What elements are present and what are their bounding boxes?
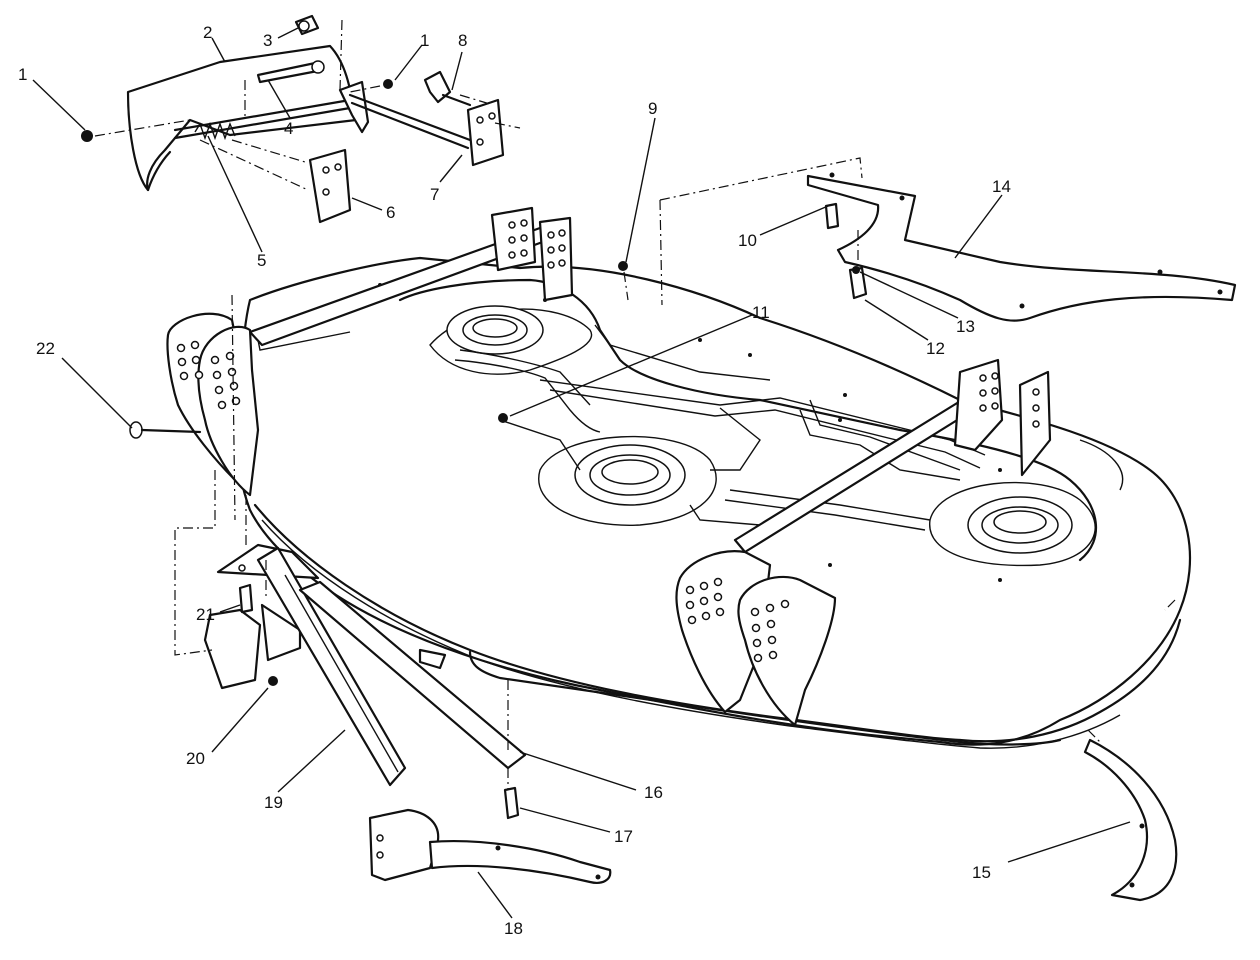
rear-guide-part-14	[806, 172, 1237, 322]
nut-part-20	[268, 676, 278, 686]
callout-labels: 1 2 3 1 8 4 5 6 7 9 10 14 13 12 11 22 21…	[18, 23, 1011, 938]
callout-19: 19	[264, 793, 283, 812]
bolt-part-22	[129, 421, 202, 439]
wing-screw-part-8	[423, 70, 472, 107]
callout-20: 20	[186, 749, 205, 768]
callout-5: 5	[257, 251, 266, 270]
callout-3: 3	[263, 31, 272, 50]
callout-2: 2	[203, 23, 212, 42]
bolt-part-21	[238, 583, 254, 614]
front-hanger-bar	[733, 358, 1052, 554]
callout-22: 22	[36, 339, 55, 358]
nut-part-11	[498, 413, 508, 423]
mower-deck-housing	[234, 256, 1192, 749]
plate-part-6	[308, 148, 352, 224]
callout-16: 16	[644, 783, 663, 802]
callout-4: 4	[284, 119, 293, 138]
front-pivot-brackets	[675, 550, 837, 727]
arm-part-18	[368, 808, 612, 884]
nut-part-9	[618, 261, 628, 271]
brace-part-19	[256, 546, 407, 787]
callout-12: 12	[926, 339, 945, 358]
nut-part-1b	[383, 79, 393, 89]
callout-6: 6	[386, 203, 395, 222]
callout-14: 14	[992, 177, 1011, 196]
callout-7: 7	[430, 185, 439, 204]
callout-10: 10	[738, 231, 757, 250]
callout-21: 21	[196, 605, 215, 624]
assembly-centerlines	[94, 19, 1176, 790]
bolt-part-10	[824, 202, 840, 230]
callout-11: 11	[752, 303, 770, 322]
plate-part-7	[466, 98, 505, 167]
brace-part-16	[298, 580, 527, 770]
callout-1a: 1	[18, 65, 27, 84]
callout-17: 17	[614, 827, 633, 846]
bolt-part-17	[503, 786, 520, 820]
callout-8: 8	[458, 31, 467, 50]
nut-part-1a	[81, 130, 93, 142]
left-pivot-brackets	[166, 312, 260, 497]
callout-leaders	[32, 27, 1131, 919]
callout-13: 13	[956, 317, 975, 336]
skid-part-15	[1083, 738, 1178, 902]
bolt-part-3	[294, 14, 320, 36]
discharge-deflector-assembly	[126, 44, 472, 192]
washer-part-13	[852, 266, 860, 274]
callout-15: 15	[972, 863, 991, 882]
rear-hanger-bar	[248, 206, 574, 351]
callout-1b: 1	[420, 31, 429, 50]
callout-9: 9	[648, 99, 657, 118]
callout-18: 18	[504, 919, 523, 938]
